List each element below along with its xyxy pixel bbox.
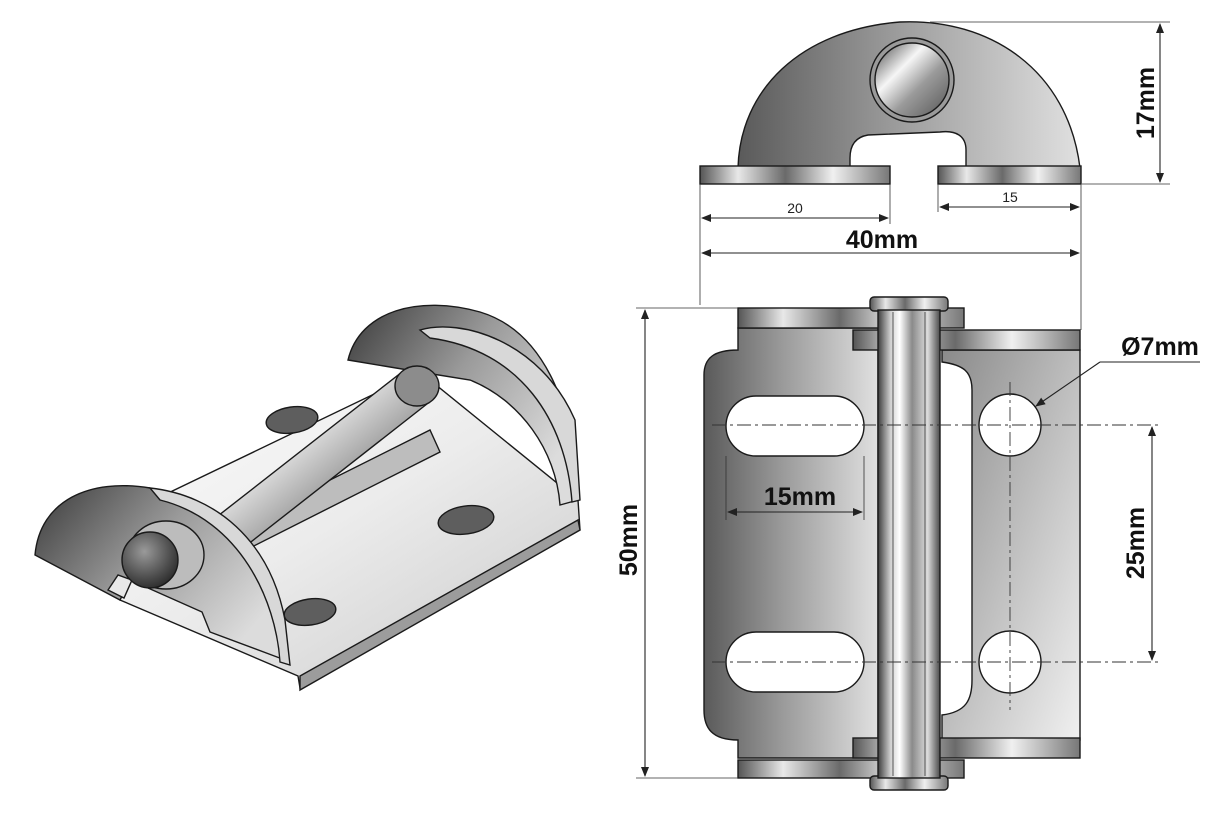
iso-hole-1 [265, 405, 319, 435]
isometric-view [34, 304, 581, 692]
dim-40mm: 40mm [846, 226, 918, 254]
dim-17mm: 17mm [1132, 67, 1160, 139]
dim-15mm: 15mm [764, 483, 836, 511]
plan-right-leaf [941, 349, 1081, 741]
iso-back-ear-rim [418, 326, 581, 503]
top-profile-pin-inner [874, 42, 950, 118]
top-flange-right [937, 165, 1082, 185]
top-flange-left [699, 165, 891, 185]
plan-pin-shaft [877, 309, 941, 779]
top-profile-view: 17mm 20 15 40mm [699, 21, 1170, 330]
plan-left-leaf [703, 327, 879, 759]
plan-view: 50mm 15mm 25mm Ø7mm [615, 296, 1200, 791]
plan-pin-head-top [869, 296, 949, 312]
dim-25mm: 25mm [1122, 507, 1150, 579]
dim-15: 15 [1002, 189, 1018, 205]
iso-base-edge [299, 518, 581, 692]
iso-pin-head [121, 531, 179, 589]
iso-front-ear-rim [148, 487, 291, 666]
slot-upper [725, 395, 865, 457]
iso-hole-2 [437, 504, 495, 536]
dim-20: 20 [787, 200, 803, 216]
dim-diameter-7mm: Ø7mm [1121, 333, 1199, 361]
iso-pin-end-back [394, 365, 440, 407]
dim-50mm: 50mm [615, 504, 643, 576]
